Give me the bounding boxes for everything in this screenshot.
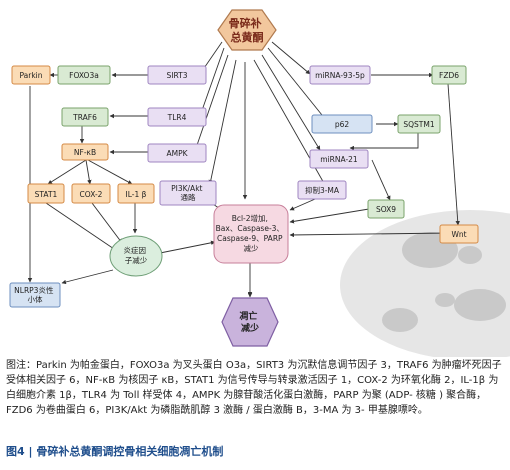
cox2-label: COX-2 <box>80 190 103 199</box>
apoptosis-label: 凋亡 减少 <box>239 310 260 334</box>
nfkb-label: NF-κB <box>74 148 96 157</box>
pi3k-line2: 通路 <box>181 192 196 202</box>
node-mirna21: miRNA-21 <box>309 149 369 169</box>
ampk-label: AMPK <box>166 149 188 158</box>
ma3-label: 抑制3-MA <box>305 185 340 195</box>
node-foxo3a: FOXO3a <box>57 65 111 85</box>
svg-text:骨碎补 总黄酮: 骨碎补 总黄酮 <box>229 16 266 44</box>
node-apoptosis: 凋亡 减少 <box>221 297 279 347</box>
parkin-label: Parkin <box>19 71 42 80</box>
inflam-label: 炎症因 子减少 <box>124 245 149 265</box>
bcl2-line2: Bax、Caspase-3、 <box>216 224 284 233</box>
traf6-label: TRAF6 <box>72 113 97 122</box>
bcl2-label: Bcl-2增加, Bax、Caspase-3、 Caspase-9、PARP 减… <box>216 213 287 253</box>
node-inflam: 炎症因 子减少 <box>109 235 163 277</box>
figure-title: 图4 | 骨碎补总黄酮调控骨相关细胞凋亡机制 <box>6 445 224 458</box>
apoptosis-line2: 减少 <box>241 322 259 334</box>
stat1-label: STAT1 <box>35 190 58 199</box>
node-pi3k: PI3K/Akt 通路 <box>159 180 217 206</box>
node-nlrp3: NLRP3炎性 小体 <box>9 282 61 308</box>
node-mirna93: miRNA-93-5p <box>309 65 371 85</box>
figure-caption: 图注：Parkin 为帕金蛋白，FOXO3a 为叉头蛋白 O3a，SIRT3 为… <box>6 360 502 416</box>
apoptosis-line1: 凋亡 <box>239 310 257 322</box>
nlrp3-label: NLRP3炎性 小体 <box>14 285 56 304</box>
node-cox2: COX-2 <box>71 183 111 204</box>
node-sirt3: SIRT3 <box>147 65 207 85</box>
fzd6-label: FZD6 <box>439 71 459 80</box>
pi3k-label: PI3K/Akt 通路 <box>171 184 205 202</box>
sox9-label: SOX9 <box>376 205 396 214</box>
node-parkin: Parkin <box>11 65 51 85</box>
bcl2-line4: 减少 <box>244 243 259 253</box>
nlrp3-line2: 小体 <box>28 294 43 304</box>
node-ampk: AMPK <box>147 143 207 163</box>
node-sqstm1: SQSTM1 <box>397 114 441 134</box>
node-stat1: STAT1 <box>27 183 65 204</box>
center-title-line2: 总黄酮 <box>231 30 264 44</box>
p62-label: p62 <box>335 120 350 129</box>
sirt3-label: SIRT3 <box>167 71 188 80</box>
node-3ma: 抑制3-MA <box>297 180 347 200</box>
pi3k-line1: PI3K/Akt <box>171 184 202 193</box>
inflam-line1: 炎症因 <box>124 245 147 255</box>
nlrp3-line1: NLRP3炎性 <box>14 285 54 295</box>
connector-arrows <box>27 41 460 298</box>
foxo3a-label: FOXO3a <box>69 71 99 80</box>
bone-background <box>340 210 510 357</box>
node-nfkb: NF-κB <box>61 143 109 161</box>
wnt-label: Wnt <box>451 230 466 239</box>
il1b-label: IL-1 β <box>126 190 147 199</box>
node-tlr4: TLR4 <box>147 107 207 127</box>
node-il1b: IL-1 β <box>117 183 155 204</box>
bcl2-line3: Caspase-9、PARP <box>217 234 283 243</box>
node-traf6: TRAF6 <box>61 107 109 127</box>
node-wnt: Wnt <box>439 224 479 244</box>
tlr4-label: TLR4 <box>167 113 187 122</box>
bcl2-line1: Bcl-2增加, <box>232 213 268 223</box>
node-sox9: SOX9 <box>367 199 405 219</box>
node-bcl2: Bcl-2增加, Bax、Caspase-3、 Caspase-9、PARP 减… <box>213 204 289 264</box>
sqstm1-label: SQSTM1 <box>403 120 434 129</box>
center-title-line1: 骨碎补 <box>229 16 262 30</box>
node-fzd6: FZD6 <box>431 65 467 85</box>
inflam-line2: 子减少 <box>125 255 148 265</box>
diagram-canvas: 骨碎补 总黄酮 Parkin FOXO3a SIRT3 miRNA-93-5p … <box>9 9 510 357</box>
mirna21-label: miRNA-21 <box>320 155 358 164</box>
node-p62: p62 <box>311 114 373 134</box>
drynaria-flavonoids-node: 骨碎补 总黄酮 <box>217 9 277 51</box>
mirna93-label: miRNA-93-5p <box>315 71 365 80</box>
